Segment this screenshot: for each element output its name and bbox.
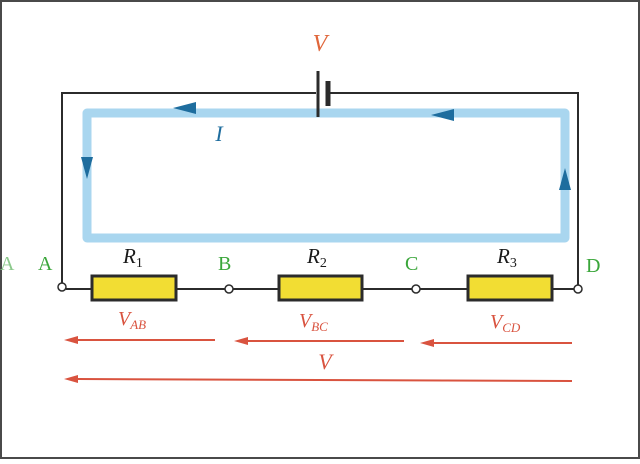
wire-left [61,92,316,285]
terminal-c [411,284,421,294]
current-arrow-top-left [173,102,196,114]
resistor-r3 [466,274,554,302]
terminal-a [57,282,67,292]
current-arrow-left [81,157,93,179]
arrow-vcd-head [420,339,434,347]
current-arrow-right [559,168,571,190]
current-label: I [214,121,224,146]
resistor-label-r3: R3 [496,244,517,271]
voltage-label-vab: VAB [118,308,146,332]
arrow-vab-head [64,336,78,344]
resistor-label-r2: R2 [306,244,327,271]
voltage-label-vbc: VBC [299,310,328,334]
terminal-b [224,284,234,294]
resistor-r1 [90,274,178,302]
voltage-label-vcd: VCD [490,311,521,335]
wire-right [329,92,579,285]
node-label-d: D [586,255,600,277]
resistor-label-r1: R1 [122,244,143,271]
voltage-arrows [64,336,573,383]
arrow-v-total-line [77,378,573,382]
node-label-edge: A [0,253,15,275]
battery [316,71,331,117]
arrow-vbc-head [234,337,248,345]
node-label-c: C [405,253,418,275]
node-label-b: B [218,253,231,275]
resistor-r2 [277,274,364,302]
wires [61,92,579,290]
current-loop [82,108,570,243]
current-arrow-top-right [431,109,454,121]
battery-label: V [313,31,330,57]
arrow-v-total-head [64,375,78,383]
node-label-a: A [38,253,53,275]
voltage-label-total: V [318,349,334,374]
terminal-d [573,284,583,294]
